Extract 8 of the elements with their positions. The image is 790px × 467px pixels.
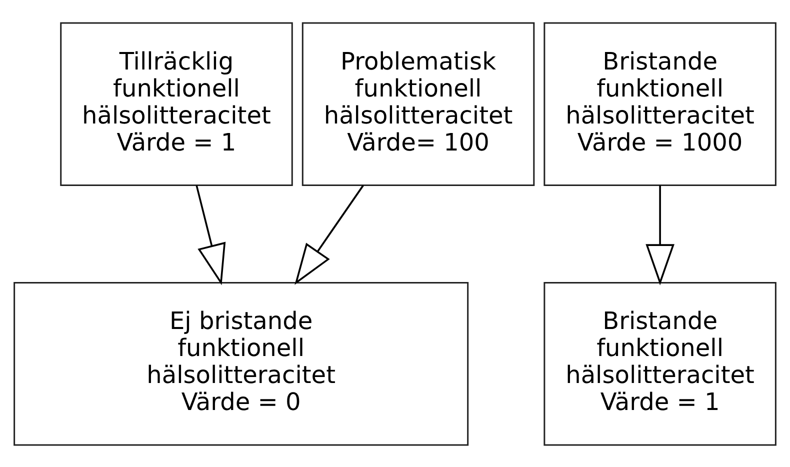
arrow: [646, 184, 674, 285]
node-box: Ej bristande funktionell hälsolitteracitet Värde = 0: [14, 282, 469, 446]
arrow: [196, 184, 226, 285]
arrow: [294, 184, 364, 284]
node-box: Bristande funktionell hälsolitteracitet Värde = 1: [544, 282, 776, 446]
node-box: Problematisk funktionell hälsolitteracitet Värde= 100: [302, 22, 535, 186]
node-box: Bristande funktionell hälsolitteracitet Värde = 1000: [544, 22, 776, 186]
node-box: Tillräcklig funktionell hälsolitteracitet Värde = 1: [60, 22, 293, 186]
